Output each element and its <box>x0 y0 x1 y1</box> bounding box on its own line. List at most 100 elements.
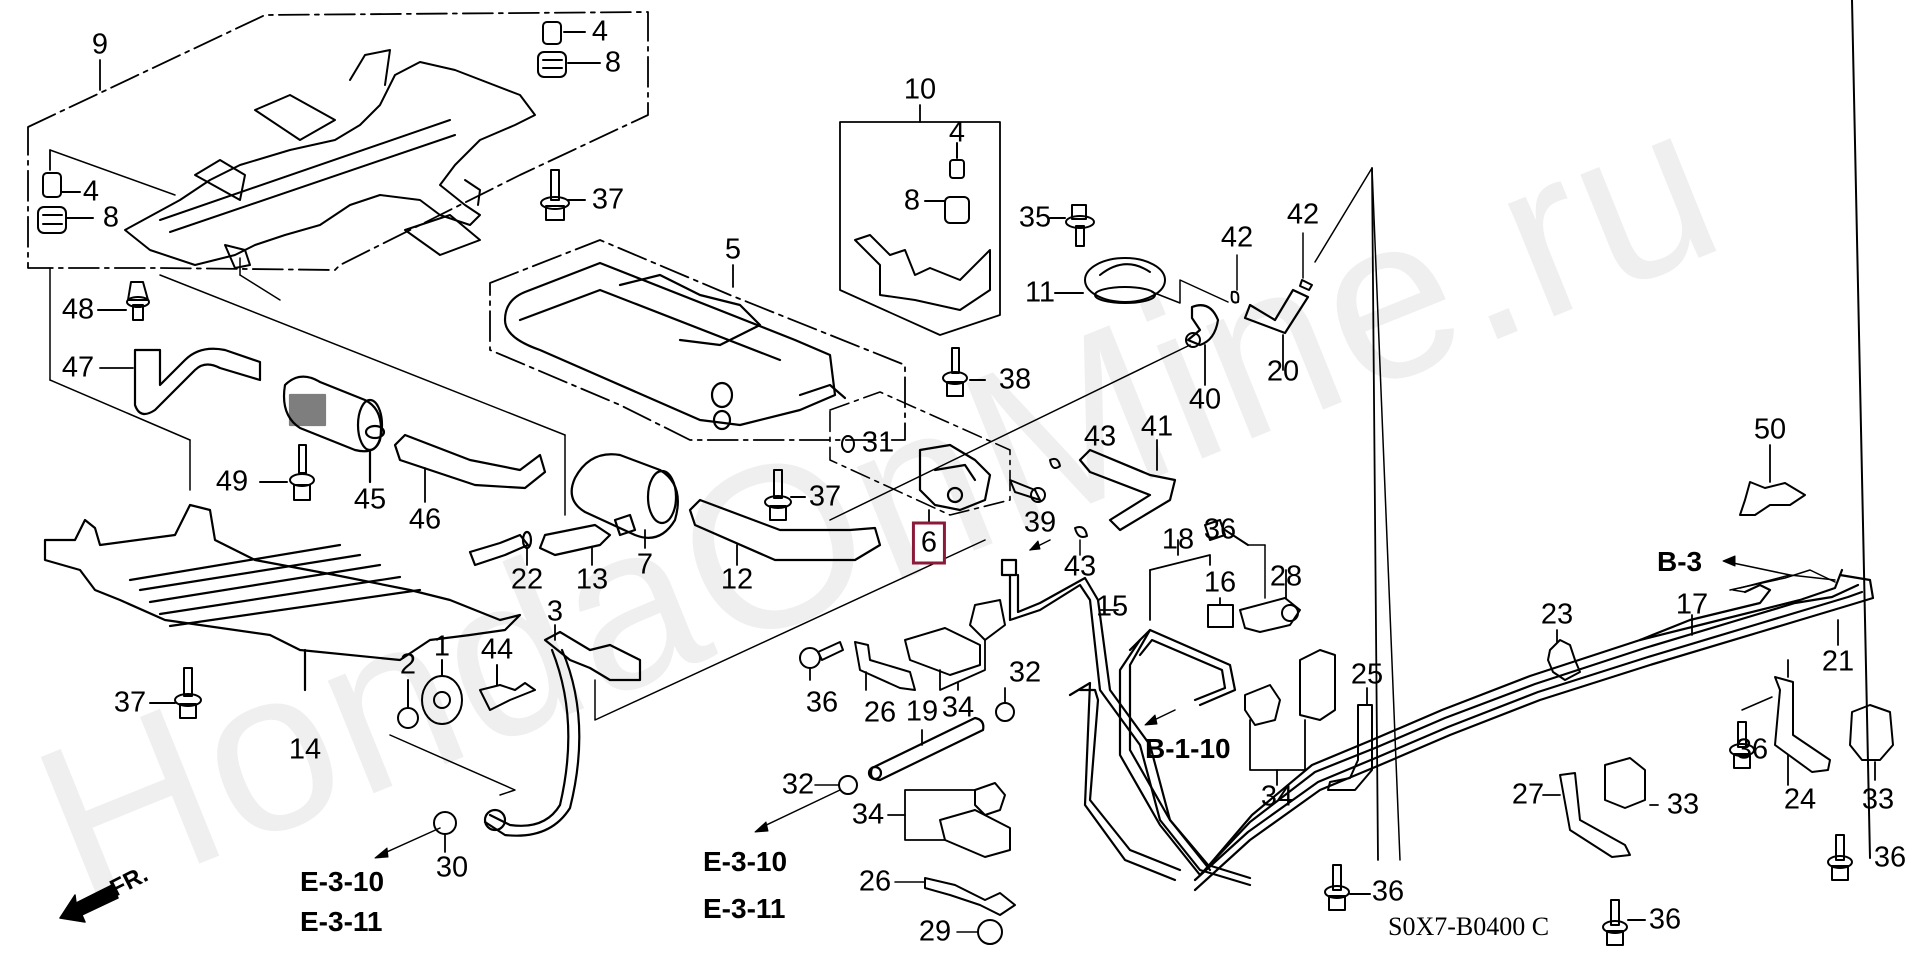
hose-47 <box>133 347 262 416</box>
fitting-48 <box>97 281 150 321</box>
part-label-33a[interactable]: 33 <box>1861 783 1895 816</box>
arrow-b-3b <box>1732 589 1746 593</box>
part-label-43a[interactable]: 43 <box>1083 420 1117 453</box>
part-label-23[interactable]: 23 <box>1540 598 1574 631</box>
part-label-15[interactable]: 15 <box>1095 590 1129 623</box>
part-label-24[interactable]: 24 <box>1783 783 1817 816</box>
part-label-7[interactable]: 7 <box>636 548 654 581</box>
bolt-37-low <box>149 667 202 719</box>
part-label-37b[interactable]: 37 <box>808 480 842 513</box>
bolt-36-bottom-a <box>1324 864 1371 911</box>
ref-e-3-10-mid[interactable]: E-3-10 <box>703 846 788 877</box>
part-label-36c[interactable]: 36 <box>1735 733 1769 766</box>
bolt-49 <box>259 444 315 501</box>
part-label-1[interactable]: 1 <box>433 630 451 663</box>
arrow-b-3 <box>1732 562 1836 581</box>
part-label-50[interactable]: 50 <box>1753 413 1787 446</box>
part-label-45[interactable]: 45 <box>353 483 387 516</box>
part-label-35[interactable]: 35 <box>1018 201 1052 234</box>
part-label-6-highlighted[interactable]: 6 <box>911 521 947 565</box>
part-label-16[interactable]: 16 <box>1203 566 1237 599</box>
part-label-26b[interactable]: 26 <box>858 865 892 898</box>
part-label-30[interactable]: 30 <box>435 851 469 884</box>
clip-33-right <box>1849 704 1894 761</box>
part-label-28[interactable]: 28 <box>1269 560 1303 593</box>
ref-e-3-10-left[interactable]: E-3-10 <box>300 866 385 897</box>
part-label-26a[interactable]: 26 <box>863 696 897 729</box>
part-label-32a[interactable]: 32 <box>1008 656 1042 689</box>
front-arrow-icon <box>59 884 119 923</box>
part-label-42b[interactable]: 42 <box>1286 198 1320 231</box>
part-label-17[interactable]: 17 <box>1675 588 1709 621</box>
part-label-38[interactable]: 38 <box>998 363 1032 396</box>
part-label-4a[interactable]: 4 <box>591 15 609 48</box>
ref-e-3-11-left[interactable]: E-3-11 <box>300 906 383 937</box>
clip-43b <box>1074 526 1088 538</box>
part-label-2[interactable]: 2 <box>399 648 417 681</box>
part-label-36f[interactable]: 36 <box>1873 841 1907 874</box>
part-label-12[interactable]: 12 <box>720 563 754 596</box>
part-label-47[interactable]: 47 <box>61 351 95 384</box>
part-label-8b[interactable]: 8 <box>102 201 120 234</box>
part-label-36e[interactable]: 36 <box>1648 903 1682 936</box>
part-label-21[interactable]: 21 <box>1821 645 1855 678</box>
part-label-44[interactable]: 44 <box>480 633 514 666</box>
part-label-19[interactable]: 19 <box>905 695 939 728</box>
part-label-46[interactable]: 46 <box>408 503 442 536</box>
part-label-13[interactable]: 13 <box>575 563 609 596</box>
clips-16-28-36 <box>1204 519 1301 633</box>
part-label-33b[interactable]: 33 <box>1666 788 1700 821</box>
part-label-49[interactable]: 49 <box>215 465 249 498</box>
pipes-17-21 <box>1193 568 1875 892</box>
bolt-38 <box>942 347 986 397</box>
part-label-41[interactable]: 41 <box>1140 410 1174 443</box>
part-label-32b[interactable]: 32 <box>781 768 815 801</box>
part-label-34c[interactable]: 34 <box>1260 780 1294 813</box>
part-label-34a[interactable]: 34 <box>941 691 975 724</box>
bolt-36-mid <box>799 641 844 681</box>
bolt-36-bottom-c <box>1827 0 1871 881</box>
part-label-36d[interactable]: 36 <box>1371 875 1405 908</box>
clip-43a <box>1049 457 1061 469</box>
part-label-37c[interactable]: 37 <box>113 686 147 719</box>
part-label-14[interactable]: 14 <box>288 733 322 766</box>
part-label-4c[interactable]: 4 <box>948 116 966 149</box>
bolt-35 <box>1049 204 1095 247</box>
part-label-5[interactable]: 5 <box>724 233 742 266</box>
ref-e-3-11-mid[interactable]: E-3-11 <box>703 893 786 924</box>
group-6-outline <box>829 391 1011 516</box>
bracket-50 <box>1739 481 1806 516</box>
part-label-18[interactable]: 18 <box>1161 523 1195 556</box>
leader-11-42 <box>1151 279 1229 304</box>
clip-33-mid <box>1604 757 1646 809</box>
crossmember-part <box>124 49 536 269</box>
hose-3 <box>483 539 986 837</box>
part-label-20[interactable]: 20 <box>1266 355 1300 388</box>
part-label-8a[interactable]: 8 <box>604 46 622 79</box>
part-label-40[interactable]: 40 <box>1188 383 1222 416</box>
part-label-42a[interactable]: 42 <box>1220 221 1254 254</box>
part-label-8c[interactable]: 8 <box>903 184 921 217</box>
clips-34-low <box>887 782 1011 858</box>
part-label-31[interactable]: 31 <box>861 426 895 459</box>
part-label-27[interactable]: 27 <box>1511 778 1545 811</box>
part-label-48[interactable]: 48 <box>61 293 95 326</box>
part-label-3[interactable]: 3 <box>546 595 564 628</box>
part-label-4b[interactable]: 4 <box>82 175 100 208</box>
part-label-10[interactable]: 10 <box>903 73 937 106</box>
part-label-34b[interactable]: 34 <box>851 798 885 831</box>
part-label-11[interactable]: 11 <box>1024 276 1056 309</box>
ref-b-3[interactable]: B-3 <box>1657 546 1703 577</box>
bracket-27 <box>1559 772 1631 858</box>
part-label-36a[interactable]: 36 <box>1203 513 1237 546</box>
part-label-37a[interactable]: 37 <box>591 183 625 216</box>
part-label-43b[interactable]: 43 <box>1063 550 1097 583</box>
part-label-9[interactable]: 9 <box>91 28 109 61</box>
part-label-39[interactable]: 39 <box>1023 506 1057 539</box>
ref-b-1-10[interactable]: B-1-10 <box>1145 733 1231 764</box>
part-label-22[interactable]: 22 <box>510 563 544 596</box>
part-label-25[interactable]: 25 <box>1350 658 1384 691</box>
part-label-36b[interactable]: 36 <box>805 686 839 719</box>
part-label-29[interactable]: 29 <box>918 915 952 948</box>
